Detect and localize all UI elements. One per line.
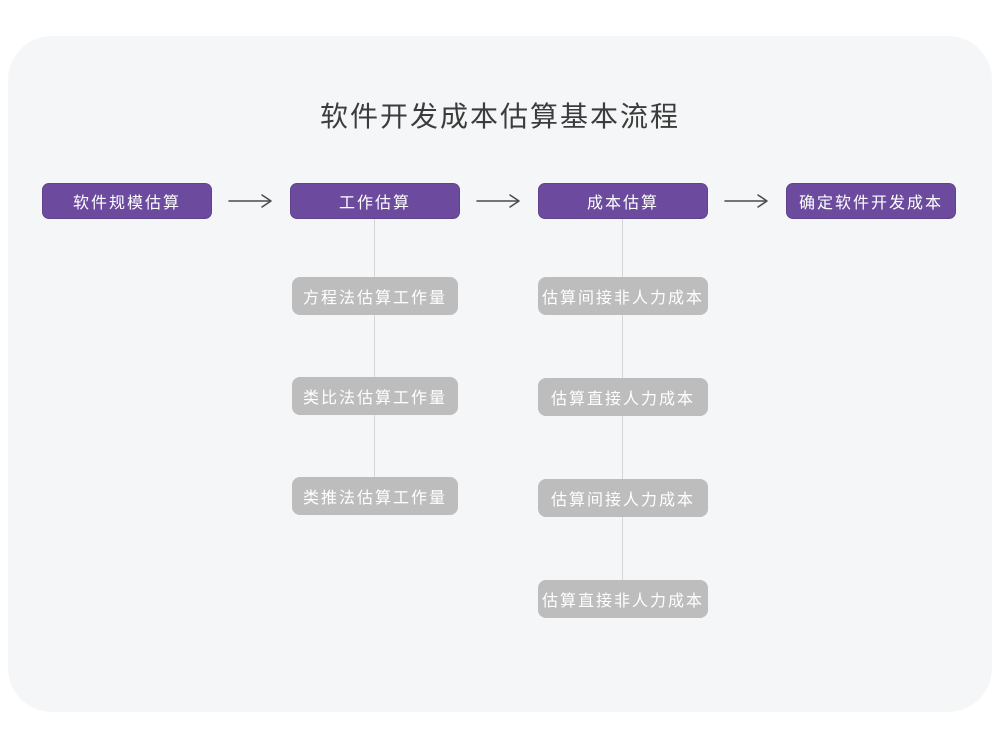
node-equation-method-workload: 方程法估算工作量 [292, 277, 458, 315]
node-indirect-non-labor-cost: 估算间接非人力成本 [538, 277, 708, 315]
flow-arrow-icon [476, 194, 520, 208]
node-software-size-estimation: 软件规模估算 [42, 183, 212, 219]
diagram-title: 软件开发成本估算基本流程 [319, 101, 680, 132]
flow-arrow-icon [724, 194, 768, 208]
node-work-estimation: 工作估算 [290, 183, 460, 219]
node-analogy-method-workload: 类比法估算工作量 [292, 377, 458, 415]
node-direct-labor-cost: 估算直接人力成本 [538, 378, 708, 416]
node-extrapolation-method-workload: 类推法估算工作量 [292, 477, 458, 515]
node-indirect-labor-cost: 估算间接人力成本 [538, 479, 708, 517]
node-determine-dev-cost: 确定软件开发成本 [786, 183, 956, 219]
node-direct-non-labor-cost: 估算直接非人力成本 [538, 580, 708, 618]
work-branch-connector-line [374, 219, 375, 477]
flow-arrow-icon [228, 194, 272, 208]
diagram-card [8, 36, 992, 712]
node-cost-estimation: 成本估算 [538, 183, 708, 219]
